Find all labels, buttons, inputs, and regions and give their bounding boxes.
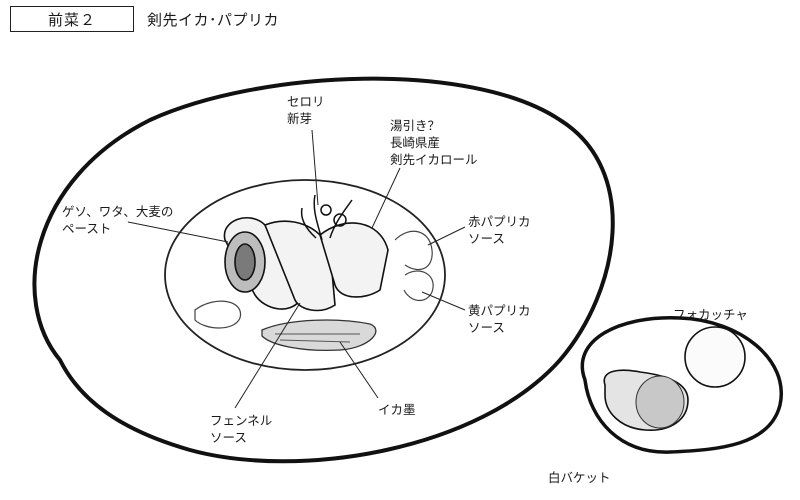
label-celery-sprouts: セロリ 新芽 xyxy=(287,94,325,126)
course-label-box: 前菜２ xyxy=(10,6,134,32)
label-fennel-sauce: フェンネル ソース xyxy=(210,413,273,445)
leader-lines xyxy=(127,129,466,409)
squid-rolls xyxy=(223,216,389,312)
bread-plate xyxy=(580,316,783,454)
label-red-paprika-sauce: 赤パプリカ ソース xyxy=(468,214,531,246)
main-plate xyxy=(32,76,615,464)
plate-well xyxy=(164,179,446,371)
course-label: 前菜２ xyxy=(47,10,96,29)
yellow-sauce-smear xyxy=(403,270,434,301)
label-paste: ゲソ、ワタ、大麦の ペースト xyxy=(62,204,174,236)
celery-sprouts xyxy=(300,194,353,241)
label-yellow-paprika-sauce: 黄パプリカ ソース xyxy=(468,303,531,335)
label-squid-ink: イカ墨 xyxy=(378,402,416,417)
label-focaccia: フォカッチャ xyxy=(673,307,748,322)
focaccia xyxy=(684,326,746,388)
fennel-sauce-smear xyxy=(194,300,242,329)
red-sauce-smear xyxy=(394,230,433,271)
dish-title: 剣先イカ･パプリカ xyxy=(147,11,280,29)
label-squid-roll: 湯引き？ 長崎県産 剣先イカロール xyxy=(390,118,478,167)
label-baguette: 白バケット xyxy=(548,470,611,485)
ink-smear xyxy=(261,319,377,352)
